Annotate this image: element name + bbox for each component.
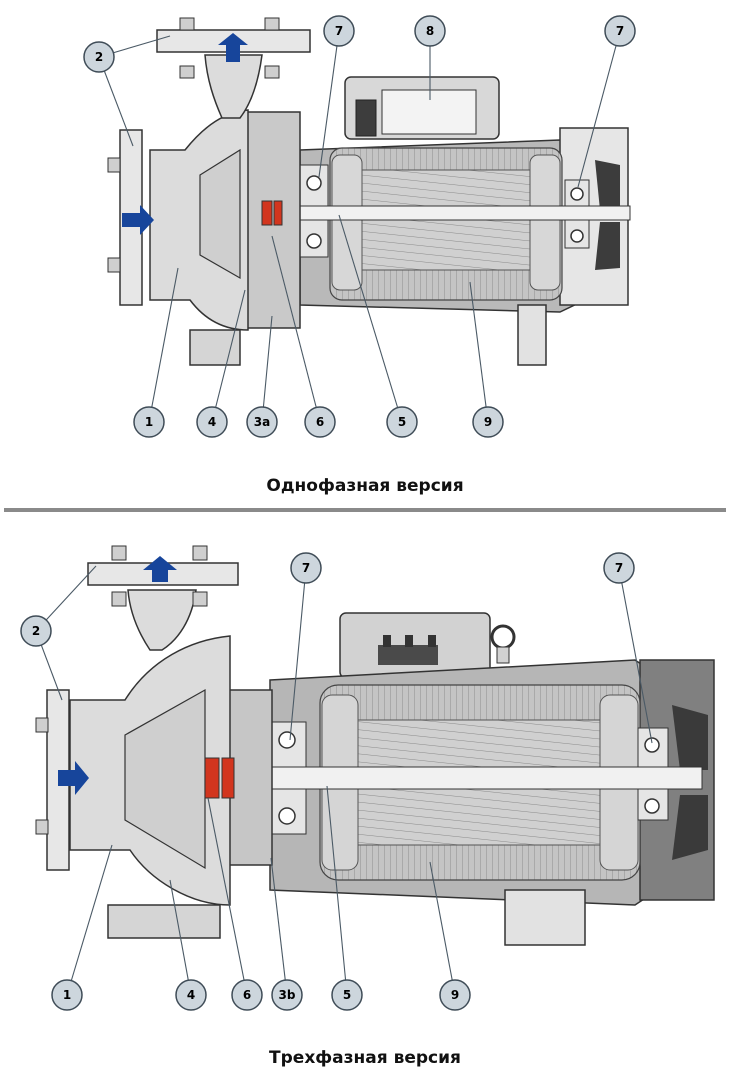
svg-text:4: 4	[208, 415, 216, 429]
svg-text:2: 2	[95, 50, 103, 64]
svg-text:8: 8	[426, 24, 434, 38]
impeller	[199, 148, 241, 280]
svg-text:6: 6	[316, 415, 324, 429]
outlet-flow-arrow	[218, 33, 248, 62]
svg-text:7: 7	[302, 561, 310, 575]
section-divider	[4, 508, 726, 512]
callout-top-3a: 3a	[246, 406, 278, 438]
callout-top-7b: 7	[604, 15, 636, 47]
single-phase-pump	[107, 17, 631, 366]
impeller	[124, 688, 206, 870]
bottom-leader-lines	[35, 565, 653, 996]
caption-three-phase: Трехфазная версия	[269, 1048, 461, 1068]
terminal-box	[344, 76, 500, 140]
callout-bottom-6: 6	[231, 979, 263, 1011]
svg-text:7: 7	[335, 24, 343, 38]
svg-text:3b: 3b	[279, 988, 296, 1002]
mechanical-seal	[204, 757, 235, 799]
callout-bottom-7a: 7	[290, 552, 322, 584]
mechanical-seal	[261, 200, 283, 226]
callout-bottom-9: 9	[439, 979, 471, 1011]
outlet-flow-arrow	[143, 556, 177, 582]
inlet-flow-arrow	[58, 761, 89, 795]
svg-text:7: 7	[616, 24, 624, 38]
three-phase-pump	[35, 545, 715, 946]
pump-base	[189, 329, 241, 366]
inlet-flow-arrow	[122, 205, 154, 235]
svg-text:4: 4	[187, 988, 195, 1002]
callout-top-6: 6	[304, 406, 336, 438]
svg-text:9: 9	[484, 415, 492, 429]
callout-bottom-3b: 3b	[271, 979, 303, 1011]
volute-outlet	[204, 54, 263, 119]
top-leader-lines	[98, 30, 621, 423]
cooling-fan	[672, 705, 708, 860]
svg-text:1: 1	[145, 415, 153, 429]
motor-foot	[504, 889, 586, 946]
callout-top-7a: 7	[323, 15, 355, 47]
bottom-callouts: 2 7 7 1 4 6 3b 5 9	[20, 552, 635, 1011]
svg-text:9: 9	[451, 988, 459, 1002]
svg-text:6: 6	[243, 988, 251, 1002]
callout-top-9: 9	[472, 406, 504, 438]
callout-top-4: 4	[196, 406, 228, 438]
terminal-box	[339, 612, 516, 679]
volute-outlet	[127, 589, 197, 651]
callout-bottom-1: 1	[51, 979, 83, 1011]
callout-bottom-5: 5	[331, 979, 363, 1011]
svg-text:5: 5	[398, 415, 406, 429]
pump-base	[107, 904, 221, 939]
svg-text:5: 5	[343, 988, 351, 1002]
callout-bottom-2: 2	[20, 615, 52, 647]
winding-left	[331, 154, 363, 291]
svg-text:7: 7	[615, 561, 623, 575]
caption-single-phase: Однофазная версия	[266, 476, 464, 496]
svg-text:3a: 3a	[254, 415, 270, 429]
callout-top-5: 5	[386, 406, 418, 438]
callout-top-8: 8	[414, 15, 446, 47]
callout-top-2: 2	[83, 41, 115, 73]
callout-bottom-4: 4	[175, 979, 207, 1011]
callout-bottom-7b: 7	[603, 552, 635, 584]
svg-text:2: 2	[32, 624, 40, 638]
top-callouts: 2 7 8 7 1 4 3a 6 5 9	[83, 15, 636, 438]
winding-right	[529, 154, 561, 291]
motor-foot	[517, 304, 547, 366]
cooling-fan	[595, 160, 620, 270]
callout-top-1: 1	[133, 406, 165, 438]
svg-text:1: 1	[63, 988, 71, 1002]
